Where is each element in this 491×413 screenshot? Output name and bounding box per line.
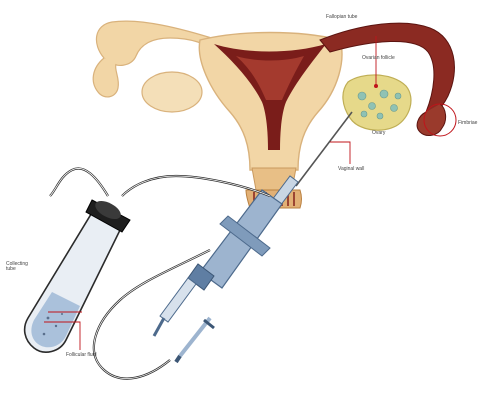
label-fallopian-tube: Fallopian tube <box>326 14 357 20</box>
tubing-return <box>94 250 210 379</box>
plunger-end <box>154 318 164 336</box>
guide-rod-tip <box>176 356 180 362</box>
label-ovary: Ovary <box>372 130 385 136</box>
collecting-tube <box>25 197 130 352</box>
left-fimbriae <box>93 58 118 97</box>
pointer-vaginal-wall <box>330 142 350 164</box>
tubing-top-loop <box>50 168 108 196</box>
left-ovary <box>142 72 202 112</box>
label-vaginal-wall: Vaginal wall <box>338 166 364 172</box>
right-ovary <box>343 75 411 130</box>
guide-rod <box>180 318 210 356</box>
label-fimbriae: Fimbriae <box>458 120 477 126</box>
plunger-rod <box>160 278 196 322</box>
label-follicular-fluid: Follicular fluid <box>66 352 97 358</box>
label-ovarian-follicle: Ovarian follicle <box>362 56 396 61</box>
label-collecting-tube: Collecting tube <box>6 262 30 272</box>
follicle-marker <box>374 84 378 88</box>
